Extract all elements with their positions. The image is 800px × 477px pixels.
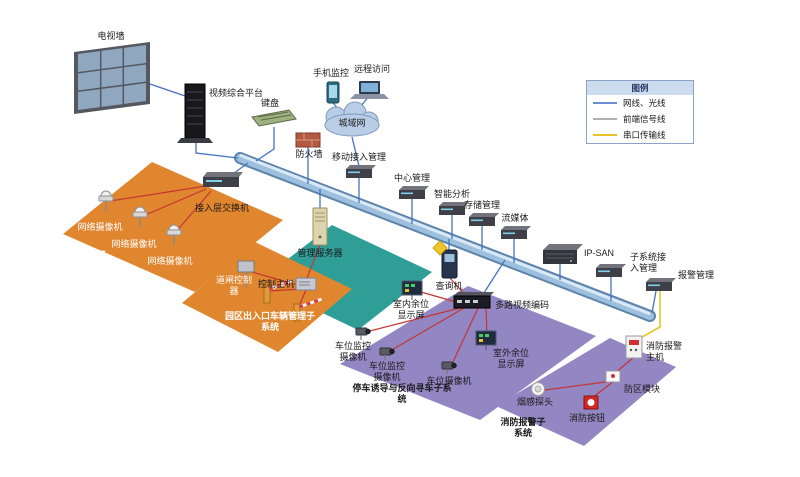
video-surveillance-title: 视频监控子系统 xyxy=(61,250,107,271)
network-camera-label: 网络摄像机 xyxy=(111,239,157,249)
video-platform-icon xyxy=(177,83,213,143)
control-host-label: 控制主机 xyxy=(257,279,294,289)
remote-access-label: 远程访问 xyxy=(353,64,390,74)
barrier-controller-label: 道闸控制器 xyxy=(216,275,253,296)
storage-mgmt-device-icon xyxy=(469,213,499,226)
outdoor-display-icon xyxy=(475,330,497,350)
legend-item-network: 网线、光线 xyxy=(587,95,693,111)
streaming-media-label: 流媒体 xyxy=(501,213,529,223)
legend-network-line-swatch xyxy=(593,102,617,104)
backbone-bus xyxy=(234,152,656,322)
indoor-display-label: 室内余位显示屏 xyxy=(392,299,429,320)
serial-line xyxy=(634,291,661,342)
intelligent-analysis-label: 智能分析 xyxy=(433,189,470,199)
parking-camera-icon xyxy=(355,327,371,341)
mgmt-server-label: 管理服务器 xyxy=(297,248,343,258)
query-kiosk-icon xyxy=(432,240,458,279)
region-fire-alarm xyxy=(496,338,676,446)
fire-button-icon xyxy=(583,395,599,410)
smoke-detector-label: 烟感探头 xyxy=(516,397,553,407)
mgmt-server-icon xyxy=(312,207,328,246)
center-mgmt-label: 中心管理 xyxy=(393,173,430,183)
alarm-mgmt-device-icon xyxy=(646,278,676,291)
indoor-display-icon xyxy=(401,280,423,300)
ip-san-label: IP-SAN xyxy=(584,248,615,258)
network-camera-label: 网络摄像机 xyxy=(147,256,193,266)
legend-frontend-line-swatch xyxy=(593,118,617,120)
control-host-icon xyxy=(295,277,317,291)
streaming-media-device-icon xyxy=(501,226,531,239)
fire-alarm-title: 消防报警子系统 xyxy=(500,417,546,438)
zone-module-label: 防区模块 xyxy=(624,384,661,394)
metro-network-cloud-icon xyxy=(324,101,380,137)
parking-cam1-label: 车位监控摄像机 xyxy=(334,341,371,362)
access-switch-label: 接入层交换机 xyxy=(194,203,249,213)
subsystem-access-device-icon xyxy=(596,264,626,277)
region-parking xyxy=(340,286,596,420)
smoke-detector-icon xyxy=(531,382,545,396)
vehicle-mgmt-title: 园区出入口车辆管理子系统 xyxy=(224,311,315,332)
video-platform-label: 视频综合平台 xyxy=(209,88,264,98)
outdoor-display-label: 室外余位显示屏 xyxy=(492,348,529,369)
legend-network-line-label: 网线、光线 xyxy=(623,98,666,108)
subsystem-access-mgmt-label: 子系统接入管理 xyxy=(630,252,667,273)
parking-cam2-label: 车位监控摄像机 xyxy=(368,361,405,382)
network-camera-label: 网络摄像机 xyxy=(77,222,123,232)
legend-frontend-line-label: 前端信号线 xyxy=(623,114,666,124)
fire-host-icon xyxy=(625,335,643,359)
legend-item-frontend: 前端信号线 xyxy=(587,111,693,127)
ip-san-icon xyxy=(543,244,583,264)
center-mgmt-device-icon xyxy=(399,186,429,199)
parking-title: 停车诱导与反向寻车子系统 xyxy=(352,383,452,404)
legend-serial-line-swatch xyxy=(593,134,617,136)
legend: 图例 网线、光线 前端信号线 串口传输线 xyxy=(586,80,694,144)
parking-cam3-label: 车位摄像机 xyxy=(426,376,472,386)
zone-module-icon xyxy=(605,370,621,383)
legend-title: 图例 xyxy=(587,81,693,95)
fire-button-label: 消防按钮 xyxy=(568,413,605,423)
metro-network-label: 城域网 xyxy=(338,118,366,128)
mobile-access-device-icon xyxy=(346,165,376,178)
keyboard-icon xyxy=(251,109,297,127)
alarm-mgmt-label: 报警管理 xyxy=(678,270,715,280)
firewall-label: 防火墙 xyxy=(295,149,323,159)
query-kiosk-label: 查询机 xyxy=(435,281,463,291)
mobile-phone-icon xyxy=(326,81,340,104)
legend-item-serial: 串口传输线 xyxy=(587,127,693,143)
keyboard-label: 键盘 xyxy=(260,98,279,108)
video-encoder-label: 多路视频编码 xyxy=(495,300,550,310)
laptop-icon xyxy=(350,81,389,99)
fire-host-label: 消防报警主机 xyxy=(646,341,683,362)
tv-wall-label: 电视墙 xyxy=(97,31,125,41)
firewall-icon xyxy=(295,132,321,148)
mobile-access-mgmt-label: 移动接入管理 xyxy=(331,152,386,162)
barrier-controller-icon xyxy=(237,260,255,288)
signal-lines xyxy=(109,185,634,399)
video-encoder-icon xyxy=(453,292,494,309)
tv-wall-icon xyxy=(74,42,150,114)
access-switch-icon xyxy=(203,172,243,187)
legend-serial-line-label: 串口传输线 xyxy=(623,130,666,140)
mobile-monitor-label: 手机监控 xyxy=(312,68,349,78)
storage-mgmt-label: 存储管理 xyxy=(463,200,500,210)
region-mgmt-platform xyxy=(258,225,432,330)
